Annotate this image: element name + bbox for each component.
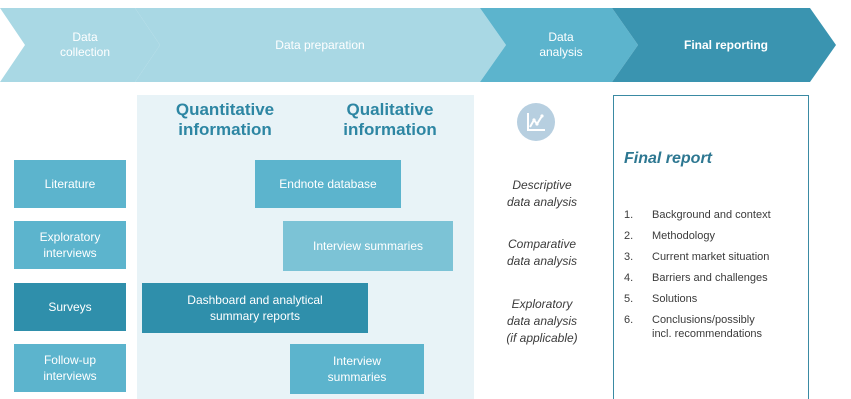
report-item: 5.Solutions bbox=[624, 293, 698, 305]
collection-item-exploratory-interviews: Exploratory interviews bbox=[14, 221, 126, 269]
collection-item-literature: Literature bbox=[14, 160, 126, 208]
report-item: 4.Barriers and challenges bbox=[624, 272, 768, 284]
stage-chevron-analysis bbox=[480, 8, 638, 82]
report-item: 2.Methodology bbox=[624, 230, 715, 242]
stage-chevron-collection bbox=[0, 8, 160, 82]
prep-box-interview-summaries-2: Interview summaries bbox=[290, 344, 424, 394]
prep-box-dashboard-reports: Dashboard and analytical summary reports bbox=[142, 283, 368, 333]
analysis-exploratory: Exploratory data analysis (if applicable… bbox=[506, 297, 578, 345]
report-item: 3.Current market situation bbox=[624, 251, 770, 263]
stage-label-preparation: Data preparation bbox=[275, 37, 365, 52]
process-header bbox=[0, 8, 836, 82]
report-item: 1.Background and context bbox=[624, 209, 771, 221]
quantitative-heading: Quantitative information bbox=[175, 100, 275, 139]
analysis-comparative: Comparative data analysis bbox=[506, 237, 578, 268]
stage-label-collection: Data collection bbox=[59, 30, 111, 59]
final-report-list: 1.Background and context 2.Methodology 3… bbox=[624, 208, 804, 348]
stage-label-reporting: Final reporting bbox=[684, 37, 768, 52]
prep-box-endnote-database: Endnote database bbox=[255, 160, 401, 208]
final-report-panel bbox=[613, 95, 809, 399]
qualitative-heading: Qualitative information bbox=[343, 100, 437, 139]
stage-chevron-reporting bbox=[612, 8, 836, 82]
collection-item-surveys: Surveys bbox=[14, 283, 126, 331]
report-item: 6.Conclusions/possibly incl. recommendat… bbox=[624, 314, 763, 340]
prep-box-interview-summaries: Interview summaries bbox=[283, 221, 453, 271]
stage-chevron-preparation bbox=[135, 8, 506, 82]
stage-label-analysis: Data analysis bbox=[539, 30, 583, 59]
chart-icon bbox=[517, 103, 555, 141]
final-report-title: Final report bbox=[624, 150, 713, 167]
analysis-descriptive: Descriptive data analysis bbox=[506, 178, 578, 209]
collection-item-follow-up-interviews: Follow-up interviews bbox=[14, 344, 126, 392]
